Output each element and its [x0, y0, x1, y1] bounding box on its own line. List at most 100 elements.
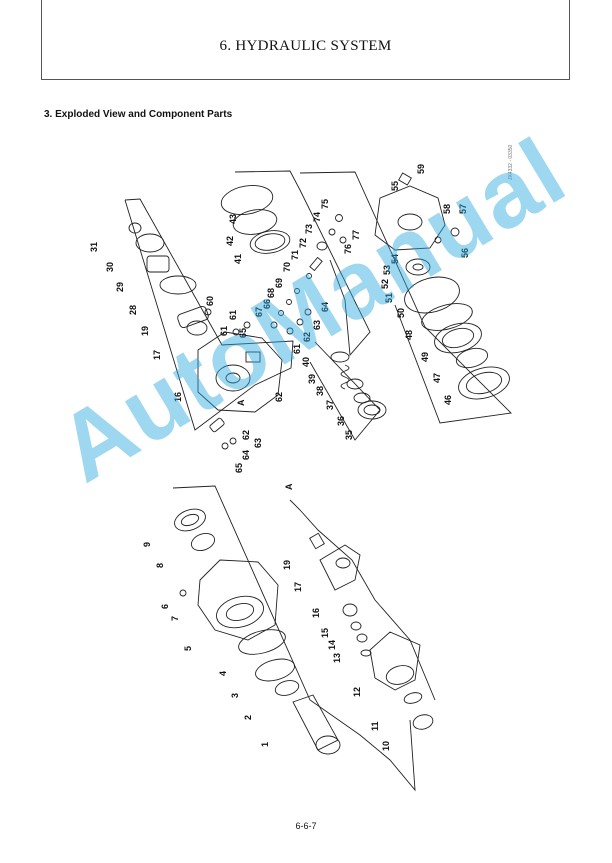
part-28-bore: [215, 364, 251, 392]
label-34: 31: [89, 242, 99, 252]
part-14-shape: [356, 633, 368, 643]
label-73: 74: [312, 212, 322, 222]
part-46-inner: [441, 327, 475, 349]
label-62: 62: [302, 332, 312, 342]
label-36: 36: [336, 416, 346, 426]
label-51: 54: [390, 254, 400, 264]
part-15-shape: [350, 621, 362, 631]
part-65-shape: [270, 321, 278, 329]
part-63-shape: [296, 318, 304, 326]
label-64: 64: [320, 302, 330, 312]
label-8: 8: [155, 563, 165, 568]
part-40-shape: [330, 351, 350, 363]
label-64b: 65: [234, 463, 244, 473]
part-56-shape: [398, 172, 412, 186]
label-45: 48: [404, 330, 414, 340]
part-45b-shape: [455, 347, 489, 369]
lower-housing-outline: [172, 485, 416, 792]
label-7: 7: [170, 616, 180, 621]
part-52-cover: [374, 185, 446, 251]
part-52-bore: [397, 213, 423, 231]
label-46: 49: [420, 352, 430, 362]
label-57: 60: [205, 296, 215, 306]
label-30: 19: [140, 326, 150, 336]
part-44-shape: [458, 366, 510, 400]
part-12-carrier: [369, 631, 421, 691]
label-39: 39: [307, 374, 317, 384]
label-1: 1: [260, 742, 270, 747]
label-14: 14: [327, 640, 337, 650]
part-12-plate: [385, 665, 415, 685]
label-66: 67: [254, 307, 264, 317]
part-73-shape: [316, 241, 328, 251]
figure-ref-code: JX4332 - 03350: [508, 144, 514, 180]
label-59: 61: [219, 326, 229, 336]
part-32-shape: [146, 255, 170, 273]
part-6-shape: [179, 589, 187, 597]
upper-guide-line: [234, 170, 371, 357]
label-44: 46: [443, 395, 453, 405]
part-48-shape: [412, 263, 424, 271]
part-36-shape: [357, 400, 387, 420]
label-58: 61: [228, 310, 238, 320]
part-33-shape: [135, 233, 165, 253]
part-19-shape: [309, 532, 325, 550]
label-31: 28: [128, 305, 138, 315]
label-42: 42: [225, 236, 235, 246]
label-38: 38: [315, 386, 325, 396]
label-4: 4: [218, 671, 228, 676]
label-10: 10: [381, 741, 391, 751]
label-74: 75: [320, 199, 330, 209]
part-53-shape: [434, 236, 442, 244]
label-45b: 47: [432, 373, 442, 383]
label-52: 55: [390, 181, 400, 191]
label-65: 65: [238, 328, 248, 338]
label-3: 3: [230, 693, 240, 698]
part-45-shape: [421, 303, 473, 331]
part-41-shape: [249, 230, 291, 254]
view-marker-a-lower: A: [284, 483, 294, 490]
label-12: 12: [352, 687, 362, 697]
part-74-shape: [335, 214, 343, 222]
label-70: 71: [290, 250, 300, 260]
part-62b-shape: [221, 442, 229, 450]
label-33: 30: [105, 262, 115, 272]
part-5-flange: [216, 595, 264, 629]
label-72: 73: [304, 224, 314, 234]
part-66-shape: [278, 310, 284, 316]
part-39-spring: [340, 364, 350, 390]
label-16: 16: [311, 608, 321, 618]
part-72-shape: [328, 228, 336, 236]
lower-guide-line: [289, 499, 436, 701]
label-2: 2: [243, 715, 253, 720]
part-54-shape: [450, 227, 460, 237]
part-3-shape: [255, 658, 295, 682]
part-5-housing: [197, 559, 279, 641]
part-1-gear: [315, 735, 341, 755]
part-43-shape: [220, 185, 274, 215]
part-8-shape: [190, 532, 216, 552]
label-63b: 64: [241, 450, 251, 460]
label-32: 29: [115, 282, 125, 292]
part-28-inner-bore: [225, 372, 241, 384]
chapter-header-box: 6. HYDRAULIC SYSTEM: [41, 0, 570, 80]
part-58-shape: [243, 321, 251, 329]
part-9-inner: [180, 513, 200, 527]
label-13: 13: [332, 653, 342, 663]
part-2-shape: [274, 680, 300, 696]
upper-housing-outline: [124, 198, 294, 431]
label-17: 17: [293, 582, 303, 592]
label-49: 52: [380, 279, 390, 289]
part-9-shape: [174, 508, 206, 532]
part-49-shape: [405, 258, 431, 276]
part-13-shape: [360, 649, 372, 657]
label-35: 35: [344, 430, 354, 440]
part-28-housing: [197, 331, 283, 413]
page-number: 6-6-7: [295, 821, 317, 831]
label-11: 11: [370, 721, 380, 731]
label-62b: 63: [253, 438, 263, 448]
label-65b: 66: [262, 299, 272, 309]
label-67: 68: [266, 288, 276, 298]
label-54: 57: [458, 204, 468, 214]
part-47-shape: [404, 276, 460, 314]
